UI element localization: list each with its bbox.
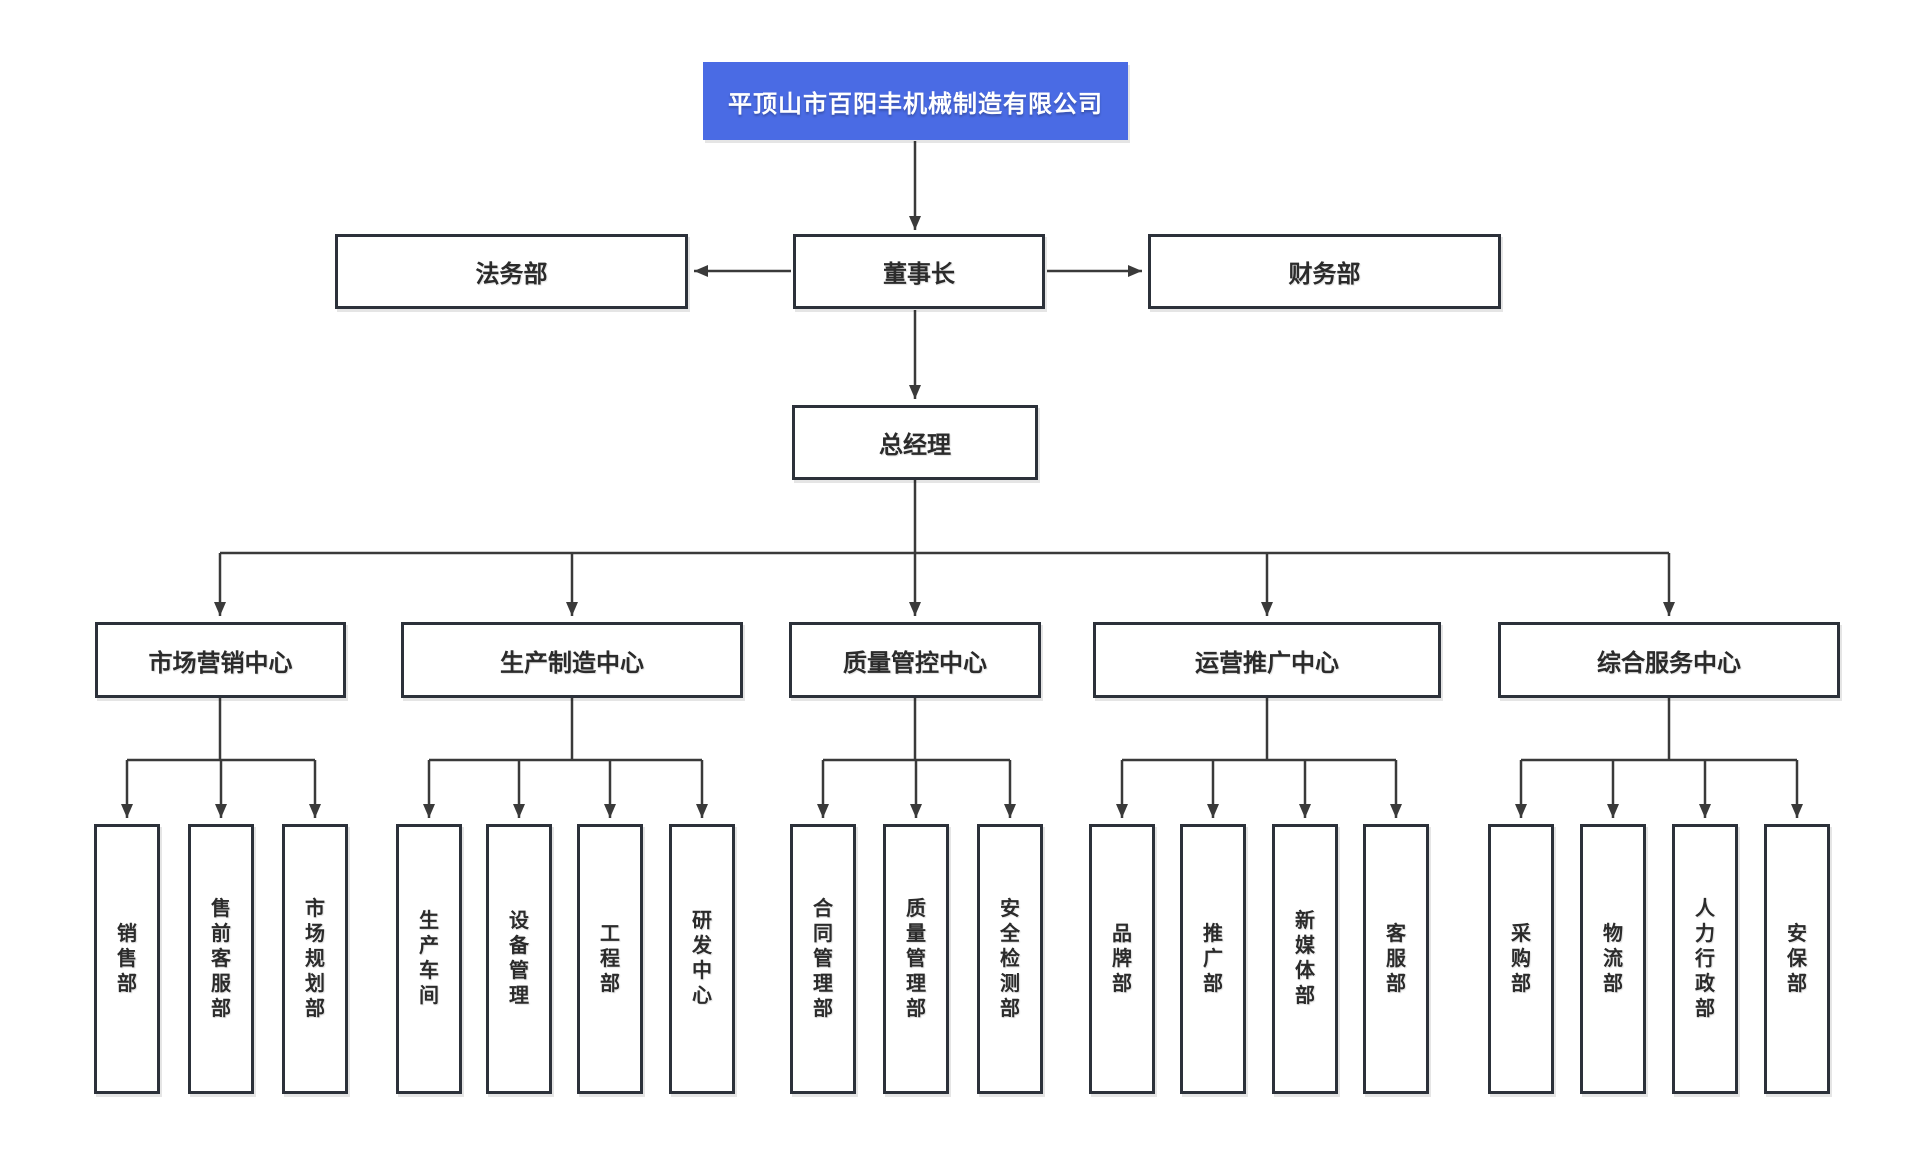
node-dept-equipment-management[interactable]: 设备管理	[486, 824, 552, 1094]
node-dept-brand[interactable]: 品牌部	[1089, 824, 1155, 1094]
node-dept-production-workshop[interactable]: 生产车间	[396, 824, 462, 1094]
node-label: 采购部	[1511, 922, 1531, 995]
node-label: 推广部	[1203, 922, 1223, 995]
node-label: 研发中心	[692, 910, 712, 1007]
node-label: 安保部	[1787, 922, 1807, 995]
node-label: 设备管理	[509, 910, 529, 1007]
node-dept-presales-service[interactable]: 售前客服部	[188, 824, 254, 1094]
node-dept-sales[interactable]: 销售部	[94, 824, 160, 1094]
node-label: 物流部	[1603, 922, 1623, 995]
node-dept-engineering[interactable]: 工程部	[577, 824, 643, 1094]
node-dept-hr-admin[interactable]: 人力行政部	[1672, 824, 1738, 1094]
node-dept-logistics[interactable]: 物流部	[1580, 824, 1646, 1094]
node-label: 法务部	[475, 261, 548, 288]
node-label: 生产制造中心	[500, 649, 644, 677]
node-label: 安全检测部	[1000, 897, 1020, 1020]
node-company-root[interactable]: 平顶山市百阳丰机械制造有限公司	[703, 62, 1128, 140]
node-label: 董事长	[883, 261, 955, 288]
node-label: 财务部	[1288, 261, 1361, 288]
node-label: 运营推广中心	[1195, 649, 1339, 677]
node-label: 生产车间	[419, 910, 439, 1007]
node-label: 质量管控中心	[843, 649, 987, 677]
node-dept-rd-center[interactable]: 研发中心	[669, 824, 735, 1094]
node-dept-contract-management[interactable]: 合同管理部	[790, 824, 856, 1094]
node-label: 销售部	[117, 922, 137, 995]
node-dept-market-planning[interactable]: 市场规划部	[282, 824, 348, 1094]
node-label: 综合服务中心	[1597, 649, 1741, 677]
node-label: 售前客服部	[211, 897, 231, 1020]
node-center-operations[interactable]: 运营推广中心	[1093, 622, 1441, 698]
node-dept-quality-management[interactable]: 质量管理部	[883, 824, 949, 1094]
node-dept-security[interactable]: 安保部	[1764, 824, 1830, 1094]
node-dept-procurement[interactable]: 采购部	[1488, 824, 1554, 1094]
node-label: 工程部	[600, 922, 620, 995]
node-label: 新媒体部	[1295, 910, 1315, 1007]
node-center-marketing[interactable]: 市场营销中心	[95, 622, 346, 698]
node-center-production[interactable]: 生产制造中心	[401, 622, 743, 698]
node-label: 品牌部	[1112, 922, 1132, 995]
node-dept-promotion[interactable]: 推广部	[1180, 824, 1246, 1094]
node-label: 质量管理部	[906, 897, 926, 1020]
node-label: 总经理	[879, 432, 951, 459]
node-dept-customer-service[interactable]: 客服部	[1363, 824, 1429, 1094]
node-finance-dept[interactable]: 财务部	[1148, 234, 1501, 309]
node-legal-dept[interactable]: 法务部	[335, 234, 688, 309]
node-label: 平顶山市百阳丰机械制造有限公司	[728, 90, 1103, 118]
node-label: 合同管理部	[813, 897, 833, 1020]
node-label: 市场规划部	[305, 897, 325, 1020]
node-center-services[interactable]: 综合服务中心	[1498, 622, 1840, 698]
node-chairman[interactable]: 董事长	[793, 234, 1045, 309]
node-dept-new-media[interactable]: 新媒体部	[1272, 824, 1338, 1094]
node-general-manager[interactable]: 总经理	[792, 405, 1038, 480]
node-label: 市场营销中心	[148, 649, 293, 677]
node-label: 人力行政部	[1695, 897, 1715, 1020]
node-dept-safety-inspection[interactable]: 安全检测部	[977, 824, 1043, 1094]
node-center-quality[interactable]: 质量管控中心	[789, 622, 1041, 698]
node-label: 客服部	[1386, 922, 1406, 995]
